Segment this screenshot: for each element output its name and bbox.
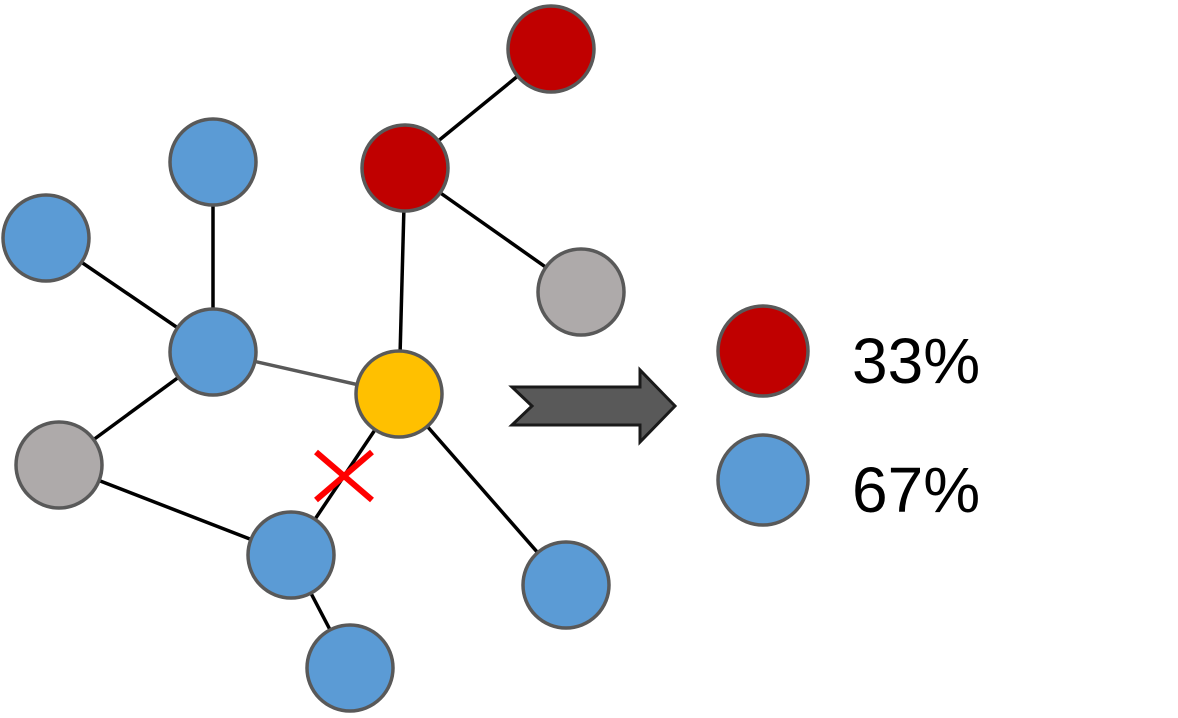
node-gray-left xyxy=(14,420,104,510)
removed-edge-cross-icon xyxy=(314,449,374,503)
node-blue-bottom xyxy=(305,623,395,713)
node-blue-bottom-right xyxy=(521,540,611,630)
node-blue-top xyxy=(168,117,258,207)
node-red-mid xyxy=(360,123,450,213)
node-red-top xyxy=(506,4,596,94)
legend-item-blue: 67% xyxy=(716,433,980,527)
node-blue-hub xyxy=(168,307,258,397)
legend-swatch-blue xyxy=(716,433,810,527)
legend-label-blue: 67% xyxy=(852,454,980,526)
legend-label-red: 33% xyxy=(852,325,980,397)
node-blue-bottom-mid xyxy=(246,510,336,600)
legend-item-red: 33% xyxy=(716,304,980,398)
node-gray-right xyxy=(536,247,626,337)
legend: 33% 67% xyxy=(716,304,980,527)
node-blue-left xyxy=(1,193,91,283)
node-gold-center xyxy=(354,349,444,439)
graph-nodes xyxy=(1,4,626,713)
result-arrow-icon xyxy=(508,366,678,446)
legend-swatch-red xyxy=(716,304,810,398)
